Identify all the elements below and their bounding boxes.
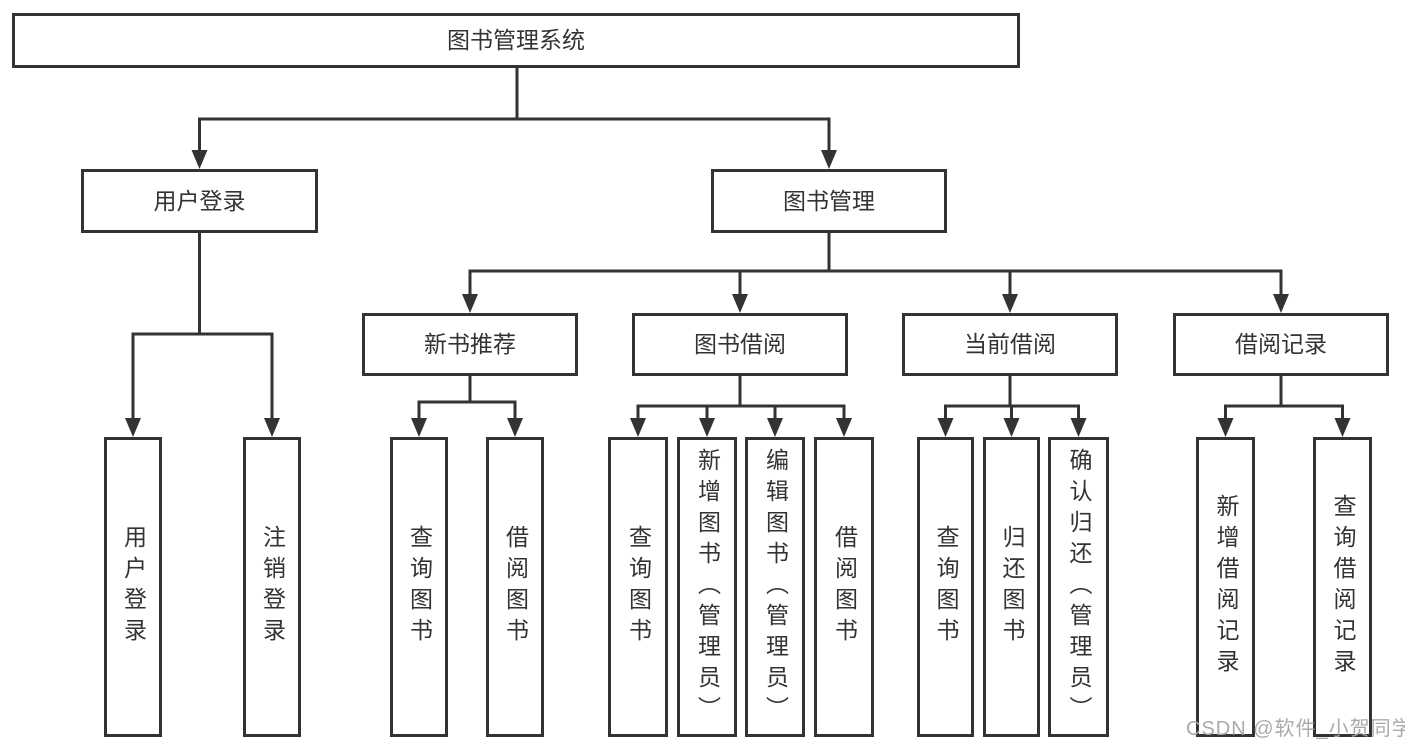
node-current-borrowing: 当前借阅 [902,313,1118,376]
node-borrowing-records: 借阅记录 [1173,313,1389,376]
node-leaf-add-borrow-record: 新增借阅记录 [1196,437,1255,737]
node-root-system: 图书管理系统 [12,13,1020,68]
node-current-borrowing-label: 当前借阅 [964,331,1056,357]
node-leaf-user-login-label: 用户登录 [120,525,147,649]
node-root-system-label: 图书管理系统 [447,27,585,53]
node-leaf-user-login: 用户登录 [104,437,162,737]
node-leaf-edit-book-admin-label: 编辑图书（管理员） [762,447,789,727]
node-leaf-query-borrow-record: 查询借阅记录 [1313,437,1372,737]
node-leaf-logout-label: 注销登录 [259,525,286,649]
node-leaf-return-book-label: 归还图书 [999,525,1025,649]
csdn-watermark: CSDN @软件_小贺同学 [1186,718,1405,740]
node-new-book-recommend-label: 新书推荐 [424,331,516,357]
node-leaf-borrow-books-1-label: 借阅图书 [502,525,529,649]
node-leaf-query-books-3-label: 查询图书 [933,525,959,649]
node-leaf-logout: 注销登录 [243,437,301,737]
node-leaf-confirm-return-admin-label: 确认归还（管理员） [1066,447,1092,727]
node-user-login-branch: 用户登录 [81,169,318,233]
node-leaf-borrow-books-2-label: 借阅图书 [831,525,858,649]
node-leaf-add-borrow-record-label: 新增借阅记录 [1213,494,1239,680]
node-book-borrowing-label: 图书借阅 [694,331,786,357]
node-book-management-branch-label: 图书管理 [783,187,875,214]
node-leaf-confirm-return-admin: 确认归还（管理员） [1048,437,1109,737]
node-book-management-branch: 图书管理 [711,169,947,233]
node-new-book-recommend: 新书推荐 [362,313,578,376]
node-leaf-query-borrow-record-label: 查询借阅记录 [1330,494,1356,680]
node-leaf-query-books-1-label: 查询图书 [406,525,433,649]
node-leaf-query-books-1: 查询图书 [390,437,448,737]
node-leaf-borrow-books-1: 借阅图书 [486,437,544,737]
node-leaf-add-book-admin-label: 新增图书（管理员） [694,447,721,727]
node-user-login-branch-label: 用户登录 [153,187,246,214]
node-leaf-query-books-2: 查询图书 [608,437,668,737]
node-leaf-borrow-books-2: 借阅图书 [814,437,874,737]
node-leaf-edit-book-admin: 编辑图书（管理员） [745,437,805,737]
node-leaf-add-book-admin: 新增图书（管理员） [677,437,737,737]
node-borrowing-records-label: 借阅记录 [1235,331,1327,357]
node-leaf-return-book: 归还图书 [983,437,1040,737]
node-leaf-query-books-3: 查询图书 [917,437,974,737]
node-book-borrowing: 图书借阅 [632,313,848,376]
node-leaf-query-books-2-label: 查询图书 [625,525,652,649]
